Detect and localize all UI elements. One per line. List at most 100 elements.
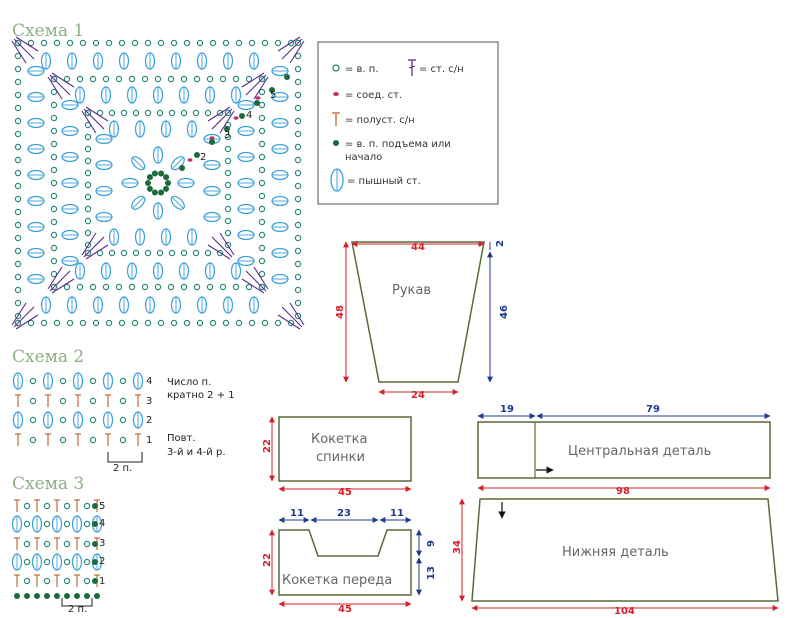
chain-stitch [216, 249, 224, 257]
chain-stitch [89, 416, 97, 424]
chain-stitch [294, 91, 302, 99]
chain-stitch [84, 157, 92, 165]
chain-stitch [14, 312, 22, 320]
chain-stitch [63, 577, 71, 585]
chain-stitch [216, 109, 224, 117]
dc-stitch [281, 306, 303, 328]
back-yoke-width-value: 45 [338, 487, 352, 498]
puff-stitch [203, 185, 221, 197]
chain-stitch [183, 319, 191, 327]
chain-stitch [63, 520, 71, 528]
chain-stitch [29, 416, 37, 424]
dc-stitch [11, 40, 27, 64]
chain-stitch [224, 157, 232, 165]
dc-stitch [49, 270, 71, 292]
puff-stitch [271, 143, 289, 155]
chain-stitch [43, 502, 51, 510]
puff-stitch [186, 120, 198, 138]
scheme2-repeat: 2 п. [113, 463, 132, 474]
puff-stitch-stem [171, 196, 184, 209]
puff-stitch [222, 296, 234, 314]
chain-stitch [50, 153, 58, 161]
dc-stitch [83, 108, 105, 130]
puff-stitch-stem [132, 157, 145, 170]
chain-stitch [89, 75, 97, 83]
scheme3-grid [11, 499, 103, 599]
chain-stitch [294, 182, 302, 190]
puff-stitch [237, 229, 255, 241]
row-number: 3 [99, 538, 105, 549]
lower-height-value: 34 [452, 540, 463, 554]
sleeve-right-height-value: 46 [499, 305, 510, 319]
puff-stitch [144, 52, 156, 70]
turning-chain [74, 593, 80, 599]
chain-stitch [66, 39, 74, 47]
scheme2-note-4: 3-й и 4-й р. [167, 447, 226, 458]
round-number: 3 [224, 130, 230, 141]
dc-stitch [47, 76, 63, 100]
puff-stitch [271, 195, 289, 207]
chain-stitch [180, 75, 188, 83]
chain-stitch [83, 540, 91, 548]
puff-stitch [131, 156, 146, 171]
puff-stitch [31, 515, 43, 533]
legend-frame [317, 41, 499, 205]
chain-stitch [14, 182, 22, 190]
turning-chain [151, 189, 158, 196]
chain-stitch [119, 397, 127, 405]
turning-chain [158, 170, 165, 177]
dc-stitch [245, 74, 267, 96]
chain-stitch [258, 205, 266, 213]
chain-stitch [261, 39, 269, 47]
chain-stitch [248, 319, 256, 327]
chain-stitch [258, 114, 266, 122]
chain-stitch [50, 88, 58, 96]
chain-stitch [144, 109, 152, 117]
chain-stitch [294, 195, 302, 203]
chain-stitch [83, 558, 91, 566]
chain-stitch [224, 133, 232, 141]
front-yoke-label: Кокетка переда [282, 573, 392, 588]
chain-stitch [294, 143, 302, 151]
row-number: 2 [99, 556, 105, 567]
row-number: 3 [146, 396, 152, 407]
chain-stitch [294, 260, 302, 268]
puff-stitch [108, 228, 120, 246]
chain-stitch [50, 101, 58, 109]
chain-stitch [224, 181, 232, 189]
chain-stitch [14, 221, 22, 229]
puff-stitch [92, 296, 104, 314]
chain-stitch [84, 145, 92, 153]
chain-stitch [192, 109, 200, 117]
lower-width-value: 104 [614, 606, 635, 617]
puff-stitch [42, 372, 54, 390]
chain-stitch [168, 249, 176, 257]
dc-stitch [211, 108, 233, 130]
dc-stitch [219, 110, 235, 134]
chain-stitch [183, 39, 191, 47]
puff-stitch [27, 91, 45, 103]
front-yoke-width-value: 45 [338, 604, 352, 615]
chain-stitch [209, 319, 217, 327]
back-yoke-outline [278, 416, 412, 482]
central-piece: Центральная деталь 19 79 98 [477, 404, 771, 497]
puff-stitch [134, 228, 146, 246]
scheme2-note-2: кратно 2 + 1 [167, 390, 235, 401]
turning-chain [44, 593, 50, 599]
chain-stitch [50, 75, 58, 83]
chain-stitch [76, 75, 84, 83]
chain-stitch [132, 249, 140, 257]
puff-stitch [100, 262, 112, 280]
turning-chain [151, 170, 158, 177]
front-yoke-side-value: 13 [426, 566, 437, 580]
chain-stitch [261, 319, 269, 327]
dc-stitch [253, 76, 269, 100]
turning-chain [165, 180, 171, 186]
puff-stitch [61, 203, 79, 215]
puff-stitch [196, 52, 208, 70]
chain-stitch [294, 221, 302, 229]
scheme3-title: Схема 3 [12, 474, 84, 494]
chain-stitch [287, 319, 295, 327]
puff-stitch [27, 65, 45, 77]
chain-stitch [50, 140, 58, 148]
